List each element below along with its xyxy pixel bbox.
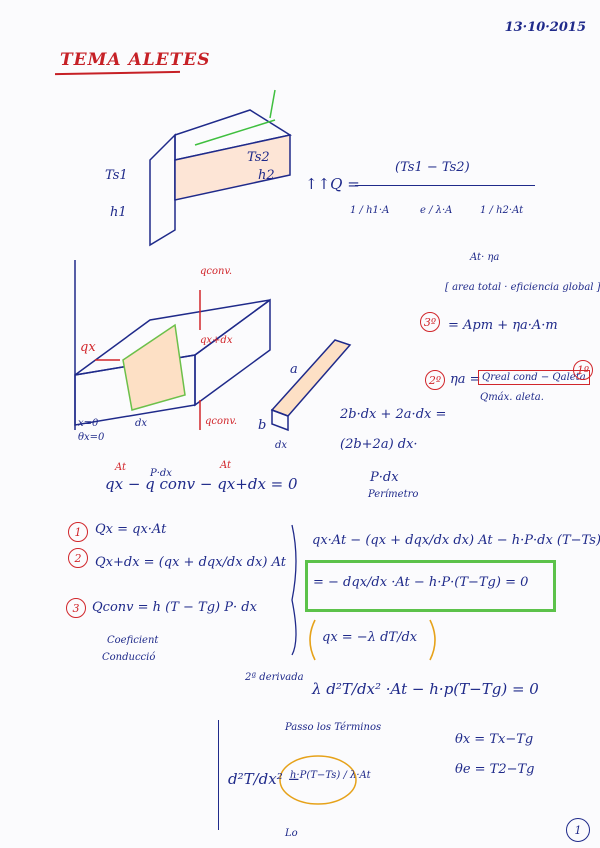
side-a-label: a (290, 362, 298, 377)
conduc-label: Conducció (102, 652, 156, 663)
resistance-numerator: (Ts1 − Ts2) (395, 160, 470, 175)
side-b-label: b (258, 418, 267, 433)
side-dx-label: dx (275, 440, 288, 451)
theta-def: θx = Tx−Tg (455, 732, 534, 747)
step-3-marker: 3º (420, 312, 440, 332)
boxed-equation: = − dqx/dx ·At − h·P·(T−Tg) = 0 (313, 575, 529, 590)
perimeter-line-2: (2b+2a) dx· (340, 437, 418, 452)
stick-sketch (270, 339, 352, 432)
second-derivative-eq: λ d²T/dx² ·At − h·p(T−Tg) = 0 (312, 680, 539, 698)
fraction-bar (355, 185, 535, 186)
def-1: Qx = qx·At (95, 522, 167, 537)
brace (291, 524, 297, 656)
page-date: 13·10·2015 (504, 20, 586, 35)
eq-step-2-lhs: ηa = (450, 372, 481, 387)
coef-label: Coeficient (107, 635, 159, 646)
step-1-marker: 1º (573, 360, 593, 380)
final-eq-rhs: h·P(T−Ts) / λ·At (290, 770, 371, 781)
def-3: Qconv = h (T − Tg) P· dx (92, 600, 257, 615)
page-number: 1 (566, 818, 590, 842)
resistance-term-1: 1 / h1·A (350, 205, 390, 216)
page-title: TEMA ALETES (60, 50, 211, 70)
label-h1: h1 (110, 205, 127, 220)
def-3-marker: 3 (66, 598, 86, 618)
q-x-label: qx (80, 340, 96, 355)
final-circle (279, 755, 357, 805)
balance-label-at1: At (115, 462, 127, 473)
regroup-note: Passo los Términos (285, 722, 382, 733)
x0-label: x=0 (78, 418, 99, 429)
def-1-marker: 1 (68, 522, 88, 542)
resistance-term-3: 1 / h2·At (480, 205, 524, 216)
resistance-term-2: e / λ·A (420, 205, 453, 216)
q-conv-bottom: qconv. (205, 416, 238, 427)
area-efficiency-note: [ area total · eficiencia global ] (445, 282, 600, 293)
q-x-dx-label: qx+dx (200, 335, 233, 346)
fin-wall-sketch (149, 89, 292, 247)
theta0-label: θx=0 (78, 432, 105, 443)
perimeter-line-1: 2b·dx + 2a·dx = (340, 407, 447, 422)
fourier-brackets (309, 619, 436, 661)
label-ts2: Ts2 (247, 150, 270, 165)
final-eq-lhs: d²T/dx² − (228, 770, 301, 788)
balance-label-pdx: P·dx (150, 468, 172, 479)
at-eta-note: At· ηa (470, 252, 500, 263)
second-derivative-label: 2ª derivada (245, 672, 304, 683)
theta-def-2: θe = T2−Tg (455, 762, 535, 777)
dx-label: dx (135, 418, 148, 429)
boxed-equation-frame (305, 560, 556, 612)
energy-balance: qx − q conv − qx+dx = 0 (105, 475, 298, 493)
def-2-marker: 2 (68, 548, 88, 568)
step-2-marker: 2º (425, 370, 445, 390)
derivation-divider (218, 720, 219, 830)
eq-step-3: = Apm + ηa·A·m (448, 318, 558, 333)
element-bar-sketch (74, 260, 271, 430)
fourier-law: qx = −λ dT/dx (322, 630, 418, 645)
label-h2: h2 (258, 168, 275, 183)
balance-label-at2: At (220, 460, 232, 471)
label-ts1: Ts1 (105, 168, 128, 183)
derivation-line-1: qx·At − (qx + dqx/dx dx) At − h·P·dx (T−… (312, 533, 600, 548)
heat-flow-lhs: ↑↑Q = (305, 175, 360, 193)
perimeter-line-3: P·dx (370, 470, 399, 485)
def-2: Qx+dx = (qx + dqx/dx dx) At (95, 555, 286, 570)
q-conv-top: qconv. (200, 266, 233, 277)
final-eq-tail: Lo (285, 828, 298, 839)
perimeter-line-4: Perímetro (368, 489, 419, 500)
eq-step-2-denominator: Qmáx. aleta. (480, 392, 544, 403)
